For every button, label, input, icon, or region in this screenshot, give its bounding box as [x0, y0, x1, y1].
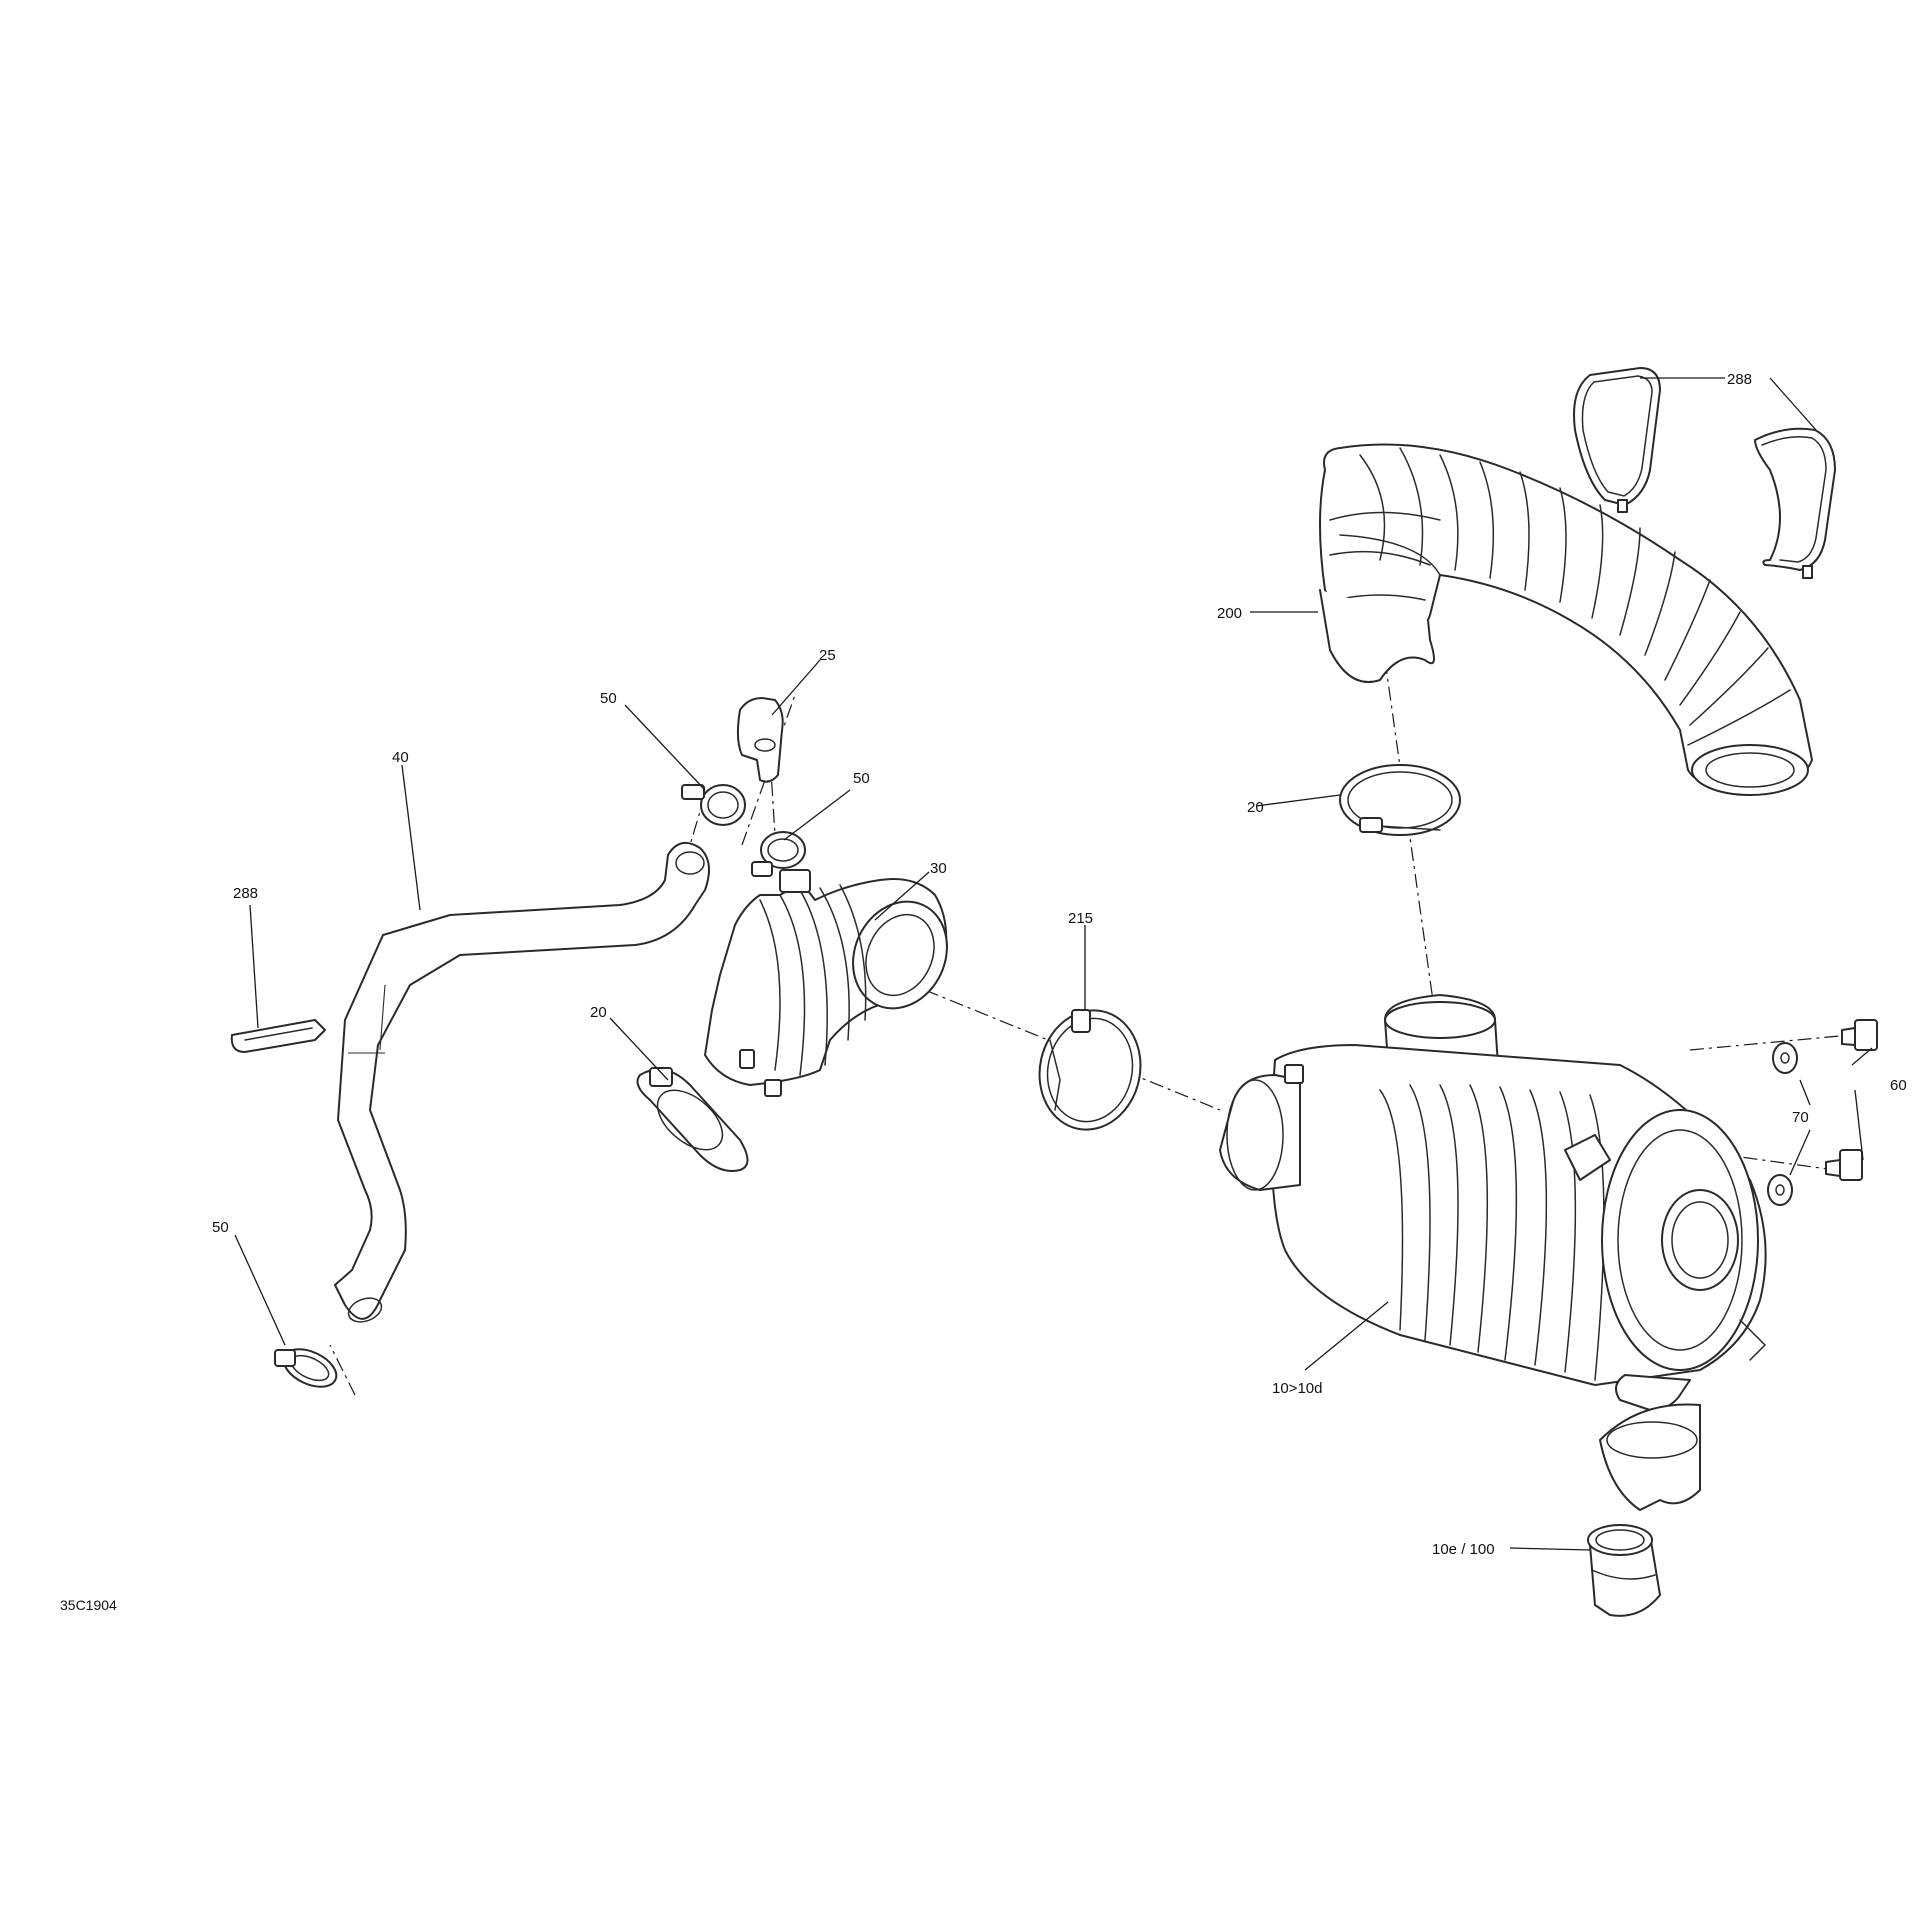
label-50-mid: 50 — [853, 770, 870, 787]
drawing-code: 35C1904 — [60, 1597, 117, 1613]
gasket-288-left[interactable] — [1573, 367, 1661, 513]
fitting-25[interactable] — [736, 697, 784, 783]
label-200: 200 — [1217, 605, 1242, 622]
clamp-50-top[interactable] — [681, 784, 746, 826]
clamp-50-mid[interactable] — [751, 831, 806, 877]
coupler-30[interactable] — [704, 869, 964, 1097]
label-40: 40 — [392, 749, 409, 766]
label-20-left: 20 — [590, 1004, 607, 1021]
label-288-top: 288 — [1727, 371, 1752, 388]
label-288-left: 288 — [233, 885, 258, 902]
clamp-215[interactable] — [1029, 1001, 1152, 1139]
label-10-10d: 10>10d — [1272, 1380, 1322, 1397]
label-10e-100: 10e / 100 — [1432, 1541, 1495, 1558]
label-50-top: 50 — [600, 690, 617, 707]
gasket-288-right[interactable] — [1754, 427, 1836, 579]
bolt-60-upper[interactable] — [1841, 1019, 1878, 1051]
washer-70-upper[interactable] — [1772, 1042, 1798, 1074]
clip-288[interactable] — [230, 1019, 326, 1053]
label-20-right: 20 — [1247, 799, 1264, 816]
label-215: 215 — [1068, 910, 1093, 927]
leader-lines — [234, 377, 1873, 1551]
airbox-10-10d[interactable] — [1219, 994, 1767, 1511]
duct-200[interactable] — [1319, 443, 1813, 796]
label-25: 25 — [819, 647, 836, 664]
bolt-60-lower[interactable] — [1825, 1149, 1863, 1181]
label-70: 70 — [1792, 1109, 1809, 1126]
hose-40[interactable] — [334, 841, 710, 1326]
label-50-bottom: 50 — [212, 1219, 229, 1236]
washer-70-lower[interactable] — [1767, 1174, 1793, 1206]
clamp-20-right[interactable] — [1339, 764, 1461, 836]
callout-labels: 288 200 20 25 50 50 40 288 30 20 215 60 … — [60, 371, 1907, 1613]
clamp-20-left[interactable] — [636, 1067, 749, 1172]
label-60: 60 — [1890, 1077, 1907, 1094]
sleeve-10e-100[interactable] — [1587, 1524, 1661, 1617]
label-30: 30 — [930, 860, 947, 877]
clamp-50-bottom[interactable] — [274, 1342, 342, 1395]
